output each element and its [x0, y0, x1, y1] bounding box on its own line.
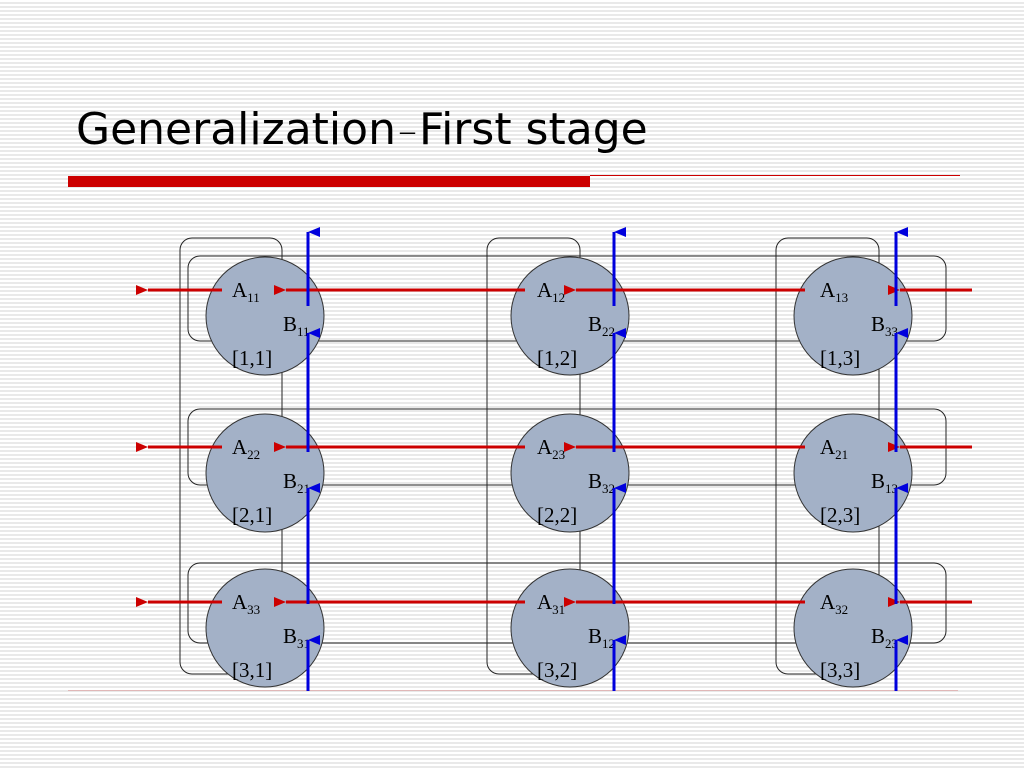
- a-block-label: A22: [232, 435, 260, 462]
- title-accent-bar: [68, 176, 590, 187]
- shift-arrows: [136, 227, 972, 691]
- title-main: Generalization: [76, 104, 396, 155]
- processor-circle: [793, 568, 913, 688]
- processor-circle: [205, 413, 325, 533]
- a-block-label: A32: [820, 590, 848, 617]
- a-block-label: A11: [232, 278, 260, 305]
- processor-index-label: [2,1]: [232, 503, 272, 527]
- processor-index-label: [1,2]: [537, 346, 577, 370]
- b-block-label: B31: [283, 624, 310, 651]
- b-block-label: B22: [588, 312, 615, 339]
- processor-circle: [510, 256, 630, 376]
- processor-index-label: [2,3]: [820, 503, 860, 527]
- a-block-label: A13: [820, 278, 848, 305]
- title-accent-line: [590, 175, 960, 176]
- a-block-label: A21: [820, 435, 848, 462]
- processor-index-label: [3,1]: [232, 658, 272, 682]
- a-block-label: A33: [232, 590, 260, 617]
- a-block-label: A31: [537, 590, 565, 617]
- title-rest: First stage: [418, 104, 648, 155]
- b-block-label: B11: [283, 312, 310, 339]
- processor-index-label: [2,2]: [537, 503, 577, 527]
- processor-index-label: [1,1]: [232, 346, 272, 370]
- processor-index-label: [3,3]: [820, 658, 860, 682]
- processor-circle: [510, 413, 630, 533]
- processor-index-label: [1,3]: [820, 346, 860, 370]
- title-dash: –: [399, 114, 415, 147]
- b-block-label: B32: [588, 469, 615, 496]
- b-block-label: B33: [871, 312, 898, 339]
- processor-circle: [793, 256, 913, 376]
- a-block-label: A23: [537, 435, 565, 462]
- a-block-label: A12: [537, 278, 565, 305]
- footer-divider: [68, 690, 958, 691]
- b-block-label: B12: [588, 624, 615, 651]
- slide-title: Generalization–First stage: [76, 104, 648, 155]
- processor-circle: [205, 256, 325, 376]
- processor-circle: [793, 413, 913, 533]
- processor-circle: [510, 568, 630, 688]
- b-block-label: B13: [871, 469, 898, 496]
- processor-circle: [205, 568, 325, 688]
- processor-index-label: [3,2]: [537, 658, 577, 682]
